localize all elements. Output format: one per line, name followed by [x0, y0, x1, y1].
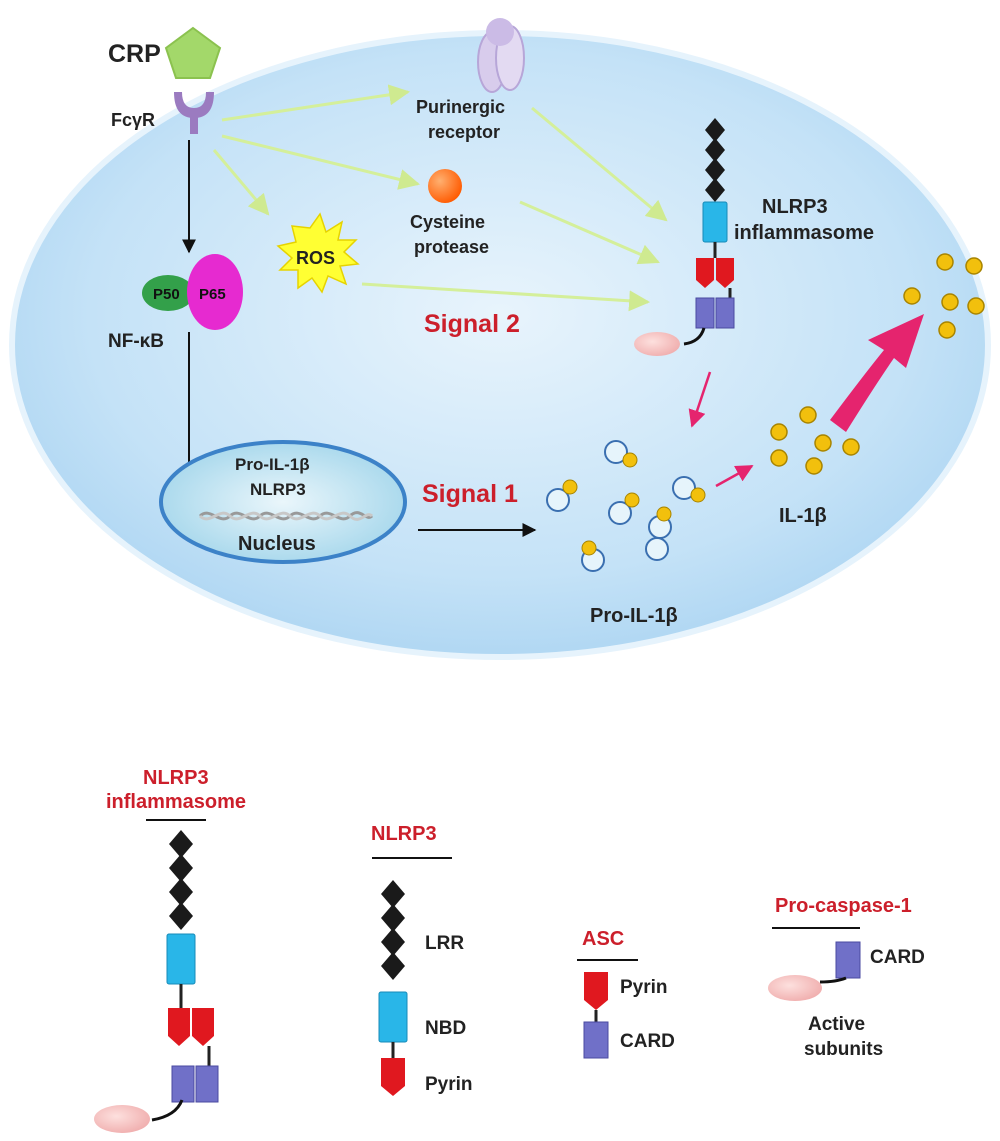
arrow-purinergic-to-inflammasome — [531, 106, 668, 222]
inflammasome-complex — [634, 118, 735, 356]
cysteine-label-1: Cysteine — [410, 212, 485, 232]
cysteine-protease-icon — [428, 169, 462, 203]
lrr-diamond — [705, 158, 725, 182]
il1b-label: IL-1β — [779, 505, 827, 527]
card-block — [695, 297, 715, 329]
legend-inflammasome-title-2: inflammasome — [106, 791, 246, 813]
arrow-fcgr-to-ros — [212, 149, 270, 216]
pyrin-block — [696, 258, 714, 288]
il1b-cluster — [770, 406, 860, 475]
nucleus-label: Nucleus — [238, 533, 316, 555]
card-block — [715, 297, 735, 329]
legend-active-label-2: subunits — [804, 1039, 883, 1060]
signal1-label: Signal 1 — [422, 480, 518, 508]
purinergic-label-1: Purinergic — [416, 97, 505, 117]
legend-active-label-1: Active — [808, 1014, 865, 1035]
ros-starburst-icon — [276, 212, 360, 294]
legend-nlrp3-pyrin-label: Pyrin — [425, 1074, 473, 1095]
nfkb-label: NF-κB — [108, 331, 164, 352]
arrow-inflammasome-to-pro-il1b — [688, 371, 712, 428]
caspase-subunit — [634, 332, 680, 356]
legend-procaspase-structure — [768, 941, 861, 1001]
legend-asc-title: ASC — [582, 928, 624, 950]
legend-asc-pyrin-label: Pyrin — [620, 977, 668, 998]
fcgr-receptor-icon — [174, 92, 214, 134]
fcgr-label: FcγR — [111, 110, 155, 130]
legend-procaspase-title: Pro-caspase-1 — [775, 895, 912, 917]
legend-nbd-label: NBD — [425, 1018, 466, 1039]
p65-label: P65 — [199, 286, 226, 303]
arrow-ros-to-inflammasome — [361, 282, 651, 312]
nucleus-nlrp3-label: NLRP3 — [250, 480, 306, 499]
arrow-pro-il1b-to-il1b — [715, 464, 754, 488]
secreted-il1b-cluster — [903, 253, 985, 339]
inflammasome-label-2: inflammasome — [734, 222, 874, 244]
legend-nlrp3-title: NLRP3 — [371, 823, 437, 845]
legend-asc-structure — [583, 972, 609, 1059]
arrow-secretion — [830, 314, 924, 432]
nbd-block — [702, 201, 728, 243]
nucleus — [159, 440, 407, 564]
lrr-diamond — [705, 138, 725, 162]
inflammasome-label-1: NLRP3 — [762, 196, 828, 218]
legend-inflammasome-title-1: NLRP3 — [143, 767, 209, 789]
nucleus-pro-il1b-label: Pro-IL-1β — [235, 455, 310, 474]
signal2-label: Signal 2 — [424, 310, 520, 338]
legend-inflammasome-structure — [94, 830, 219, 1133]
lrr-diamond — [705, 118, 725, 142]
pro-il1b-label: Pro-IL-1β — [590, 605, 678, 627]
legend-lrr-label: LRR — [425, 933, 464, 954]
arrow-fcgr-to-purinergic — [221, 84, 411, 122]
purinergic-receptor-icon — [477, 18, 525, 93]
legend-nlrp3-structure — [378, 880, 408, 1096]
crp-ligand — [164, 26, 222, 79]
arrow-protease-to-inflammasome — [519, 200, 660, 265]
cysteine-label-2: protease — [414, 237, 489, 257]
p50-label: P50 — [153, 286, 180, 303]
ros-label: ROS — [296, 248, 335, 268]
crp-label: CRP — [108, 40, 161, 68]
legend-procaspase-card-label: CARD — [870, 947, 925, 968]
p65-subunit — [187, 254, 243, 330]
p50-subunit — [142, 275, 194, 311]
arrow-fcgr-to-protease — [221, 134, 421, 190]
lrr-diamond — [705, 178, 725, 202]
legend-asc-card-label: CARD — [620, 1031, 675, 1052]
pro-il1b-cluster — [546, 440, 706, 572]
pyrin-block — [716, 258, 734, 288]
purinergic-label-2: receptor — [428, 122, 500, 142]
